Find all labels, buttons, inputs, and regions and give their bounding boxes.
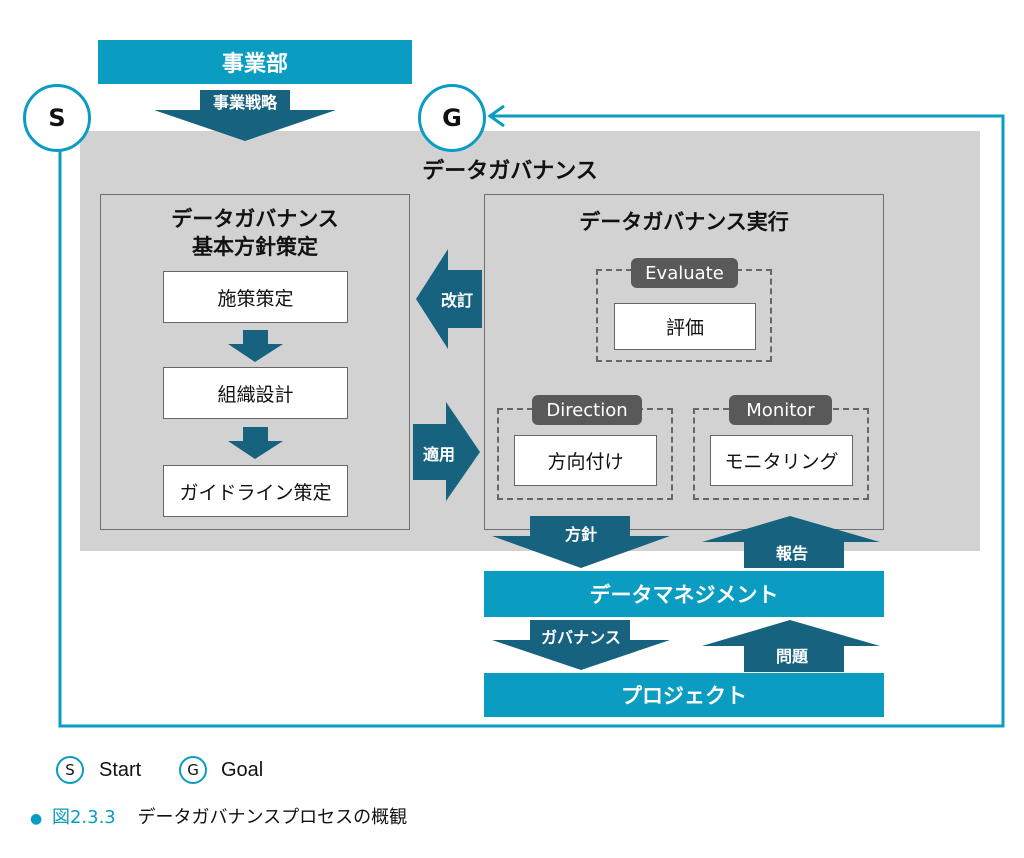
policy-step-box: 組織設計 bbox=[163, 367, 348, 419]
apply-label: 適用 bbox=[414, 440, 464, 466]
legend-goal-symbol: G bbox=[179, 756, 207, 784]
basic-policy-title-line1: データガバナンス bbox=[171, 207, 339, 231]
report-text: 報告 bbox=[775, 544, 808, 563]
step-arrow bbox=[228, 427, 283, 459]
governance-flow-text: ガバナンス bbox=[541, 628, 621, 647]
caption-bullet: ● bbox=[30, 811, 43, 827]
revise-text: 改訂 bbox=[440, 291, 473, 310]
legend-start-symbol-text: S bbox=[65, 761, 75, 779]
legend-goal-text: Goal bbox=[221, 756, 263, 784]
issues-label: 問題 bbox=[762, 643, 822, 667]
direction-box: 方向付け bbox=[514, 435, 657, 486]
issues-arrow bbox=[702, 620, 880, 672]
legend-goal-label: Goal bbox=[221, 759, 264, 781]
governance-title-text: データガバナンス bbox=[422, 159, 598, 184]
caption-text: データガバナンスプロセスの概観 bbox=[137, 807, 408, 828]
figure-caption: ● 図2.3.3 データガバナンスプロセスの概観 bbox=[30, 804, 407, 832]
policy-text: 方針 bbox=[564, 525, 597, 544]
data-management-label: データマネジメント bbox=[589, 583, 779, 607]
policy-step-box: 施策策定 bbox=[163, 271, 348, 323]
division-label: 事業部 bbox=[221, 52, 288, 77]
evaluate-tag-text: Evaluate bbox=[645, 262, 724, 284]
project-bar: プロジェクト bbox=[484, 673, 884, 717]
start-marker-label: S bbox=[48, 104, 66, 132]
evaluate-label: 評価 bbox=[665, 317, 704, 339]
goal-marker: G bbox=[418, 84, 486, 152]
governance-arrow bbox=[492, 620, 670, 670]
revise-arrow bbox=[416, 249, 482, 349]
governance-title: データガバナンス bbox=[380, 152, 640, 186]
monitor-label: モニタリング bbox=[724, 451, 839, 473]
goal-marker-label: G bbox=[442, 104, 462, 132]
caption-figure-number: 図2.3.3 bbox=[51, 807, 116, 828]
report-arrow bbox=[702, 516, 880, 568]
direction-label: 方向付け bbox=[547, 451, 624, 473]
strategy-label: 事業戦略 bbox=[190, 90, 300, 112]
apply-text: 適用 bbox=[422, 445, 455, 464]
monitor-box: モニタリング bbox=[710, 435, 853, 486]
monitor-tag: Monitor bbox=[729, 395, 832, 425]
monitor-tag-text: Monitor bbox=[746, 399, 815, 421]
policy-arrow bbox=[492, 516, 670, 568]
basic-policy-title-line2: 基本方針策定 bbox=[192, 235, 318, 259]
legend-start-text: Start bbox=[99, 756, 141, 784]
direction-tag: Direction bbox=[532, 395, 642, 425]
division-bar: 事業部 bbox=[98, 40, 412, 84]
basic-policy-title: データガバナンス 基本方針策定 bbox=[100, 203, 410, 263]
goal-arrowhead bbox=[487, 104, 505, 128]
direction-tag-text: Direction bbox=[546, 399, 628, 421]
step-arrow bbox=[228, 330, 283, 362]
policy-label: 方針 bbox=[551, 521, 611, 545]
strategy-text: 事業戦略 bbox=[212, 93, 277, 112]
report-label: 報告 bbox=[762, 540, 822, 564]
project-label: プロジェクト bbox=[621, 684, 747, 708]
governance-flow-label: ガバナンス bbox=[526, 624, 636, 648]
legend-start-label: Start bbox=[99, 759, 142, 781]
execution-title: データガバナンス実行 bbox=[484, 204, 884, 238]
apply-arrow bbox=[413, 402, 480, 501]
start-marker: S bbox=[23, 84, 91, 152]
policy-step-label: 組織設計 bbox=[217, 383, 294, 406]
policy-step-box: ガイドライン策定 bbox=[163, 465, 348, 517]
legend-start-symbol: S bbox=[56, 756, 84, 784]
policy-step-label: ガイドライン策定 bbox=[179, 481, 332, 504]
legend-goal-symbol-text: G bbox=[187, 761, 199, 779]
revise-label: 改訂 bbox=[432, 286, 482, 312]
data-management-bar: データマネジメント bbox=[484, 571, 884, 617]
evaluate-tag: Evaluate bbox=[631, 258, 738, 288]
execution-title-text: データガバナンス実行 bbox=[579, 210, 789, 234]
policy-step-label: 施策策定 bbox=[217, 287, 294, 310]
evaluate-box: 評価 bbox=[614, 303, 756, 350]
issues-text: 問題 bbox=[775, 647, 808, 666]
